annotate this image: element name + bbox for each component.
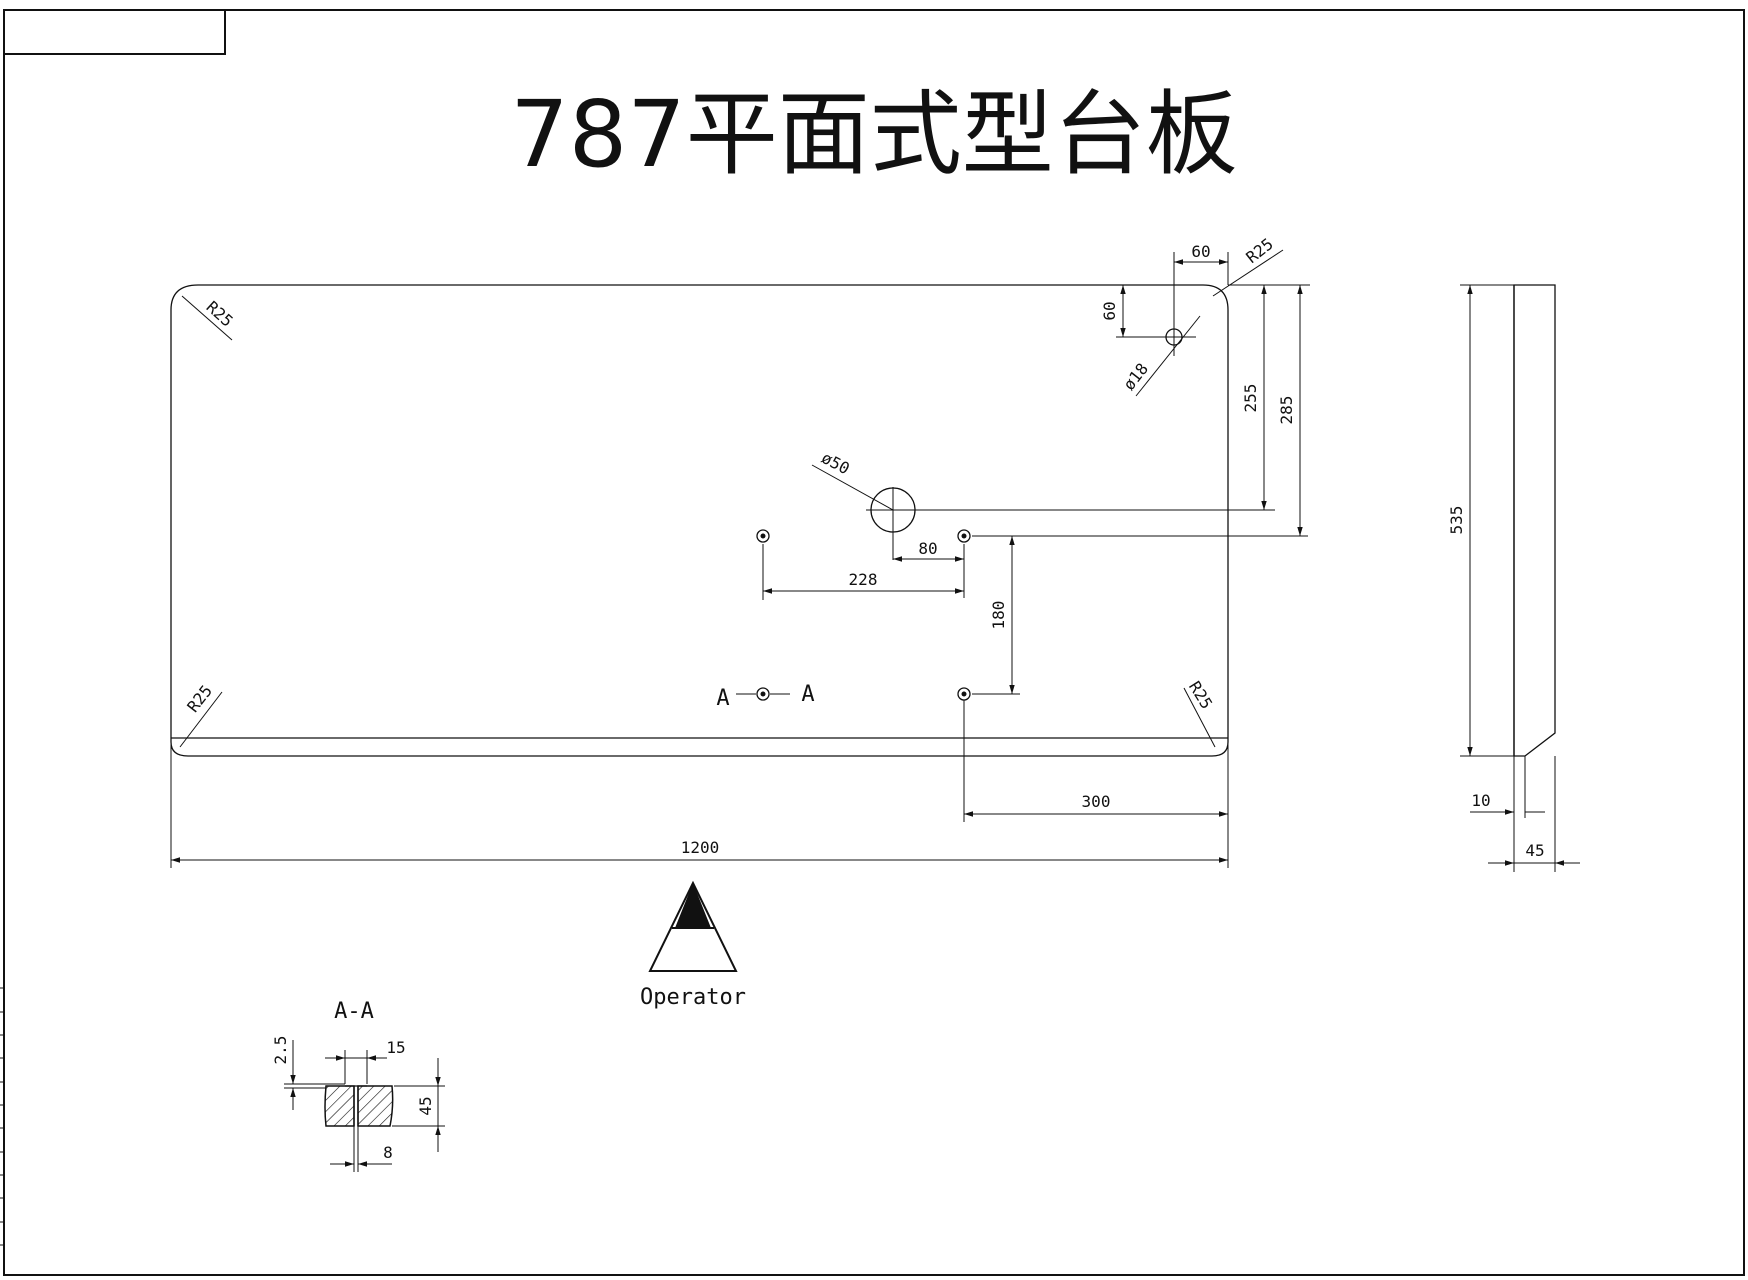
dim-hole-x	[1173, 252, 1229, 330]
dim-overall-width	[170, 742, 1228, 868]
dim-large-hole-y-label: 255	[1241, 384, 1260, 413]
dim-large-hole-offset	[893, 544, 965, 598]
dim-edge-offset-label: 10	[1471, 791, 1490, 810]
section-mark-left: A	[716, 686, 729, 711]
sheet-border	[3, 9, 1745, 1276]
mounting-holes	[756, 529, 971, 701]
title-block-cell	[3, 9, 226, 55]
dim-section-slot	[325, 1050, 387, 1084]
dim-thickness-label: 45	[1525, 841, 1544, 860]
dim-holes-vertical	[972, 536, 1020, 695]
dim-holes-row-y	[972, 285, 1308, 537]
dim-holes-x-right	[963, 700, 1229, 868]
section-title: A-A	[334, 999, 374, 1024]
dim-section-bore-label: 8	[383, 1143, 393, 1162]
plate-outline	[170, 284, 1310, 757]
dim-large-hole-offset-label: 80	[918, 539, 937, 558]
hole-small	[1135, 315, 1201, 397]
dim-holes-x-right-label: 300	[1082, 792, 1111, 811]
corner-radius-tr: R25	[1242, 234, 1276, 267]
section-mark-right: A	[801, 682, 814, 707]
dim-hole-y-label: 60	[1100, 301, 1119, 320]
corner-radius-tl: R25	[203, 297, 237, 330]
hole-small-diameter: ø18	[1119, 359, 1152, 393]
dim-section-recess-label: 2.5	[271, 1036, 290, 1065]
section-view	[324, 1085, 394, 1127]
dim-holes-spacing	[762, 544, 964, 600]
operator-label: Operator	[640, 985, 746, 1010]
dim-hole-y	[1116, 285, 1166, 338]
radius-leaders	[179, 249, 1284, 748]
corner-radius-br: R25	[1185, 678, 1216, 713]
dim-section-slot-label: 15	[386, 1038, 405, 1057]
dim-holes-spacing-label: 228	[849, 570, 878, 589]
dim-holes-vertical-label: 180	[989, 601, 1008, 630]
margin-ticks	[0, 987, 4, 1246]
corner-radius-bl: R25	[183, 681, 216, 715]
dim-overall-width-label: 1200	[681, 838, 720, 857]
operator-icon	[648, 880, 738, 972]
dim-overall-depth-label: 535	[1447, 506, 1466, 535]
dim-hole-x-label: 60	[1191, 242, 1210, 261]
dim-section-height	[392, 1058, 445, 1152]
dim-edge-offset	[1470, 756, 1545, 818]
hole-large	[811, 464, 1275, 560]
dim-holes-row-y-label: 285	[1277, 396, 1296, 425]
hole-large-diameter: ø50	[818, 448, 852, 478]
dim-section-bore	[330, 1126, 392, 1172]
drawing-title: 787平面式型台板	[510, 81, 1238, 188]
dim-section-height-label: 45	[416, 1096, 435, 1115]
side-view	[1460, 284, 1556, 757]
dim-thickness	[1488, 756, 1580, 872]
dim-section-recess	[284, 1040, 345, 1110]
